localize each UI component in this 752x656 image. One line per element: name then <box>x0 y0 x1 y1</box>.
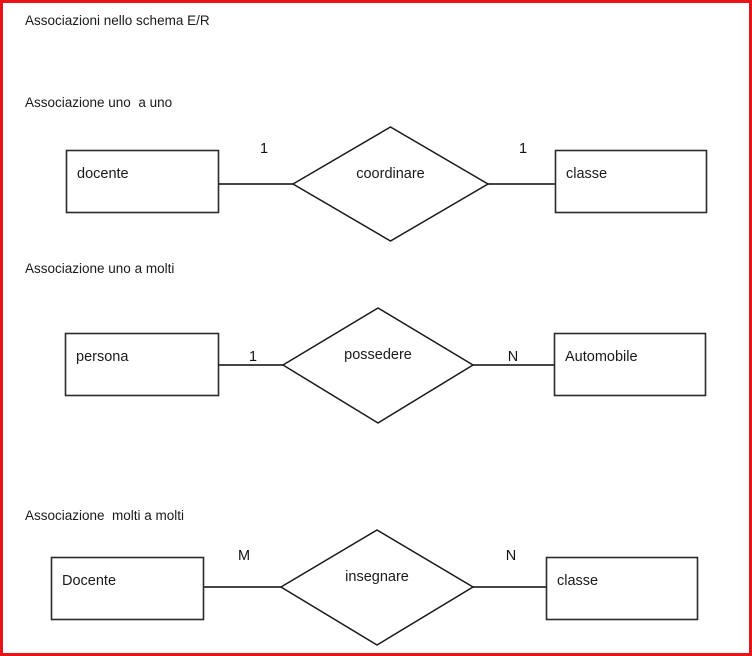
cardinality-left-one-to-many: 1 <box>249 349 257 365</box>
relationship-label-coordinare: coordinare <box>356 166 425 182</box>
cardinality-right-many-to-many: N <box>506 548 516 564</box>
entity-label-classe-1: classe <box>566 166 607 182</box>
page-title: Associazioni nello schema E/R <box>25 13 210 28</box>
relationship-diamond-coordinare[interactable] <box>291 126 490 242</box>
relationship-label-possedere: possedere <box>344 347 412 363</box>
entity-box-classe-2[interactable] <box>545 556 699 621</box>
section-caption-many-to-many: Associazione molti a molti <box>25 508 184 523</box>
entity-label-persona: persona <box>76 349 129 365</box>
cardinality-right-one-to-many: N <box>508 349 518 365</box>
relation-group-many-to-many: Docente insegnare classe M N <box>50 529 699 646</box>
relation-group-one-to-one: docente coordinare classe 1 1 <box>65 126 708 242</box>
entity-box-docente-2[interactable] <box>50 556 205 621</box>
section-caption-one-to-one: Associazione uno a uno <box>25 95 172 110</box>
entity-box-persona[interactable] <box>64 332 220 397</box>
relationship-label-insegnare: insegnare <box>345 569 409 585</box>
entity-box-classe-1[interactable] <box>554 149 708 214</box>
entity-box-automobile[interactable] <box>553 332 707 397</box>
entity-label-classe-2: classe <box>557 573 598 589</box>
relationship-diamond-insegnare[interactable] <box>279 529 475 646</box>
entity-box-docente[interactable] <box>65 149 220 214</box>
section-caption-one-to-many: Associazione uno a molti <box>25 261 174 276</box>
entity-label-docente: docente <box>77 166 129 182</box>
cardinality-left-one-to-one: 1 <box>260 141 268 157</box>
er-diagram-canvas: Associazioni nello schema E/R Associazio… <box>25 13 708 646</box>
cardinality-left-many-to-many: M <box>238 548 250 564</box>
entity-label-automobile: Automobile <box>565 349 638 365</box>
relationship-diamond-possedere[interactable] <box>281 307 475 424</box>
entity-label-docente-2: Docente <box>62 573 116 589</box>
relation-group-one-to-many: persona possedere Automobile 1 N <box>64 307 707 424</box>
cardinality-right-one-to-one: 1 <box>519 141 527 157</box>
